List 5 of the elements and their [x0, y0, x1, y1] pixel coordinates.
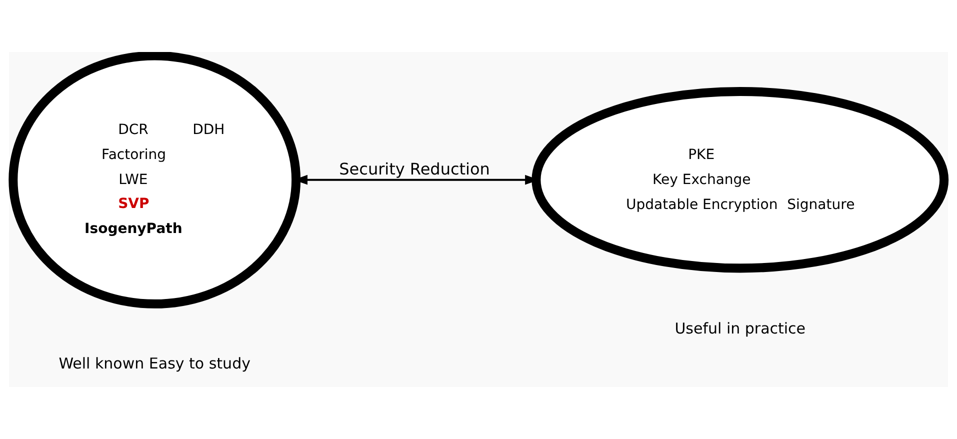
edge-label: Security Reduction: [339, 160, 490, 179]
node-ellipse: PKE Key Exchange Updatable Encryption Signature: [532, 86, 949, 273]
node-ellipse: DCR DDH Factoring LWE SVP IsogenyPath: [8, 52, 301, 308]
node-label: Well known Easy to study: [58, 354, 250, 372]
node-label: Useful in practice: [674, 319, 806, 338]
